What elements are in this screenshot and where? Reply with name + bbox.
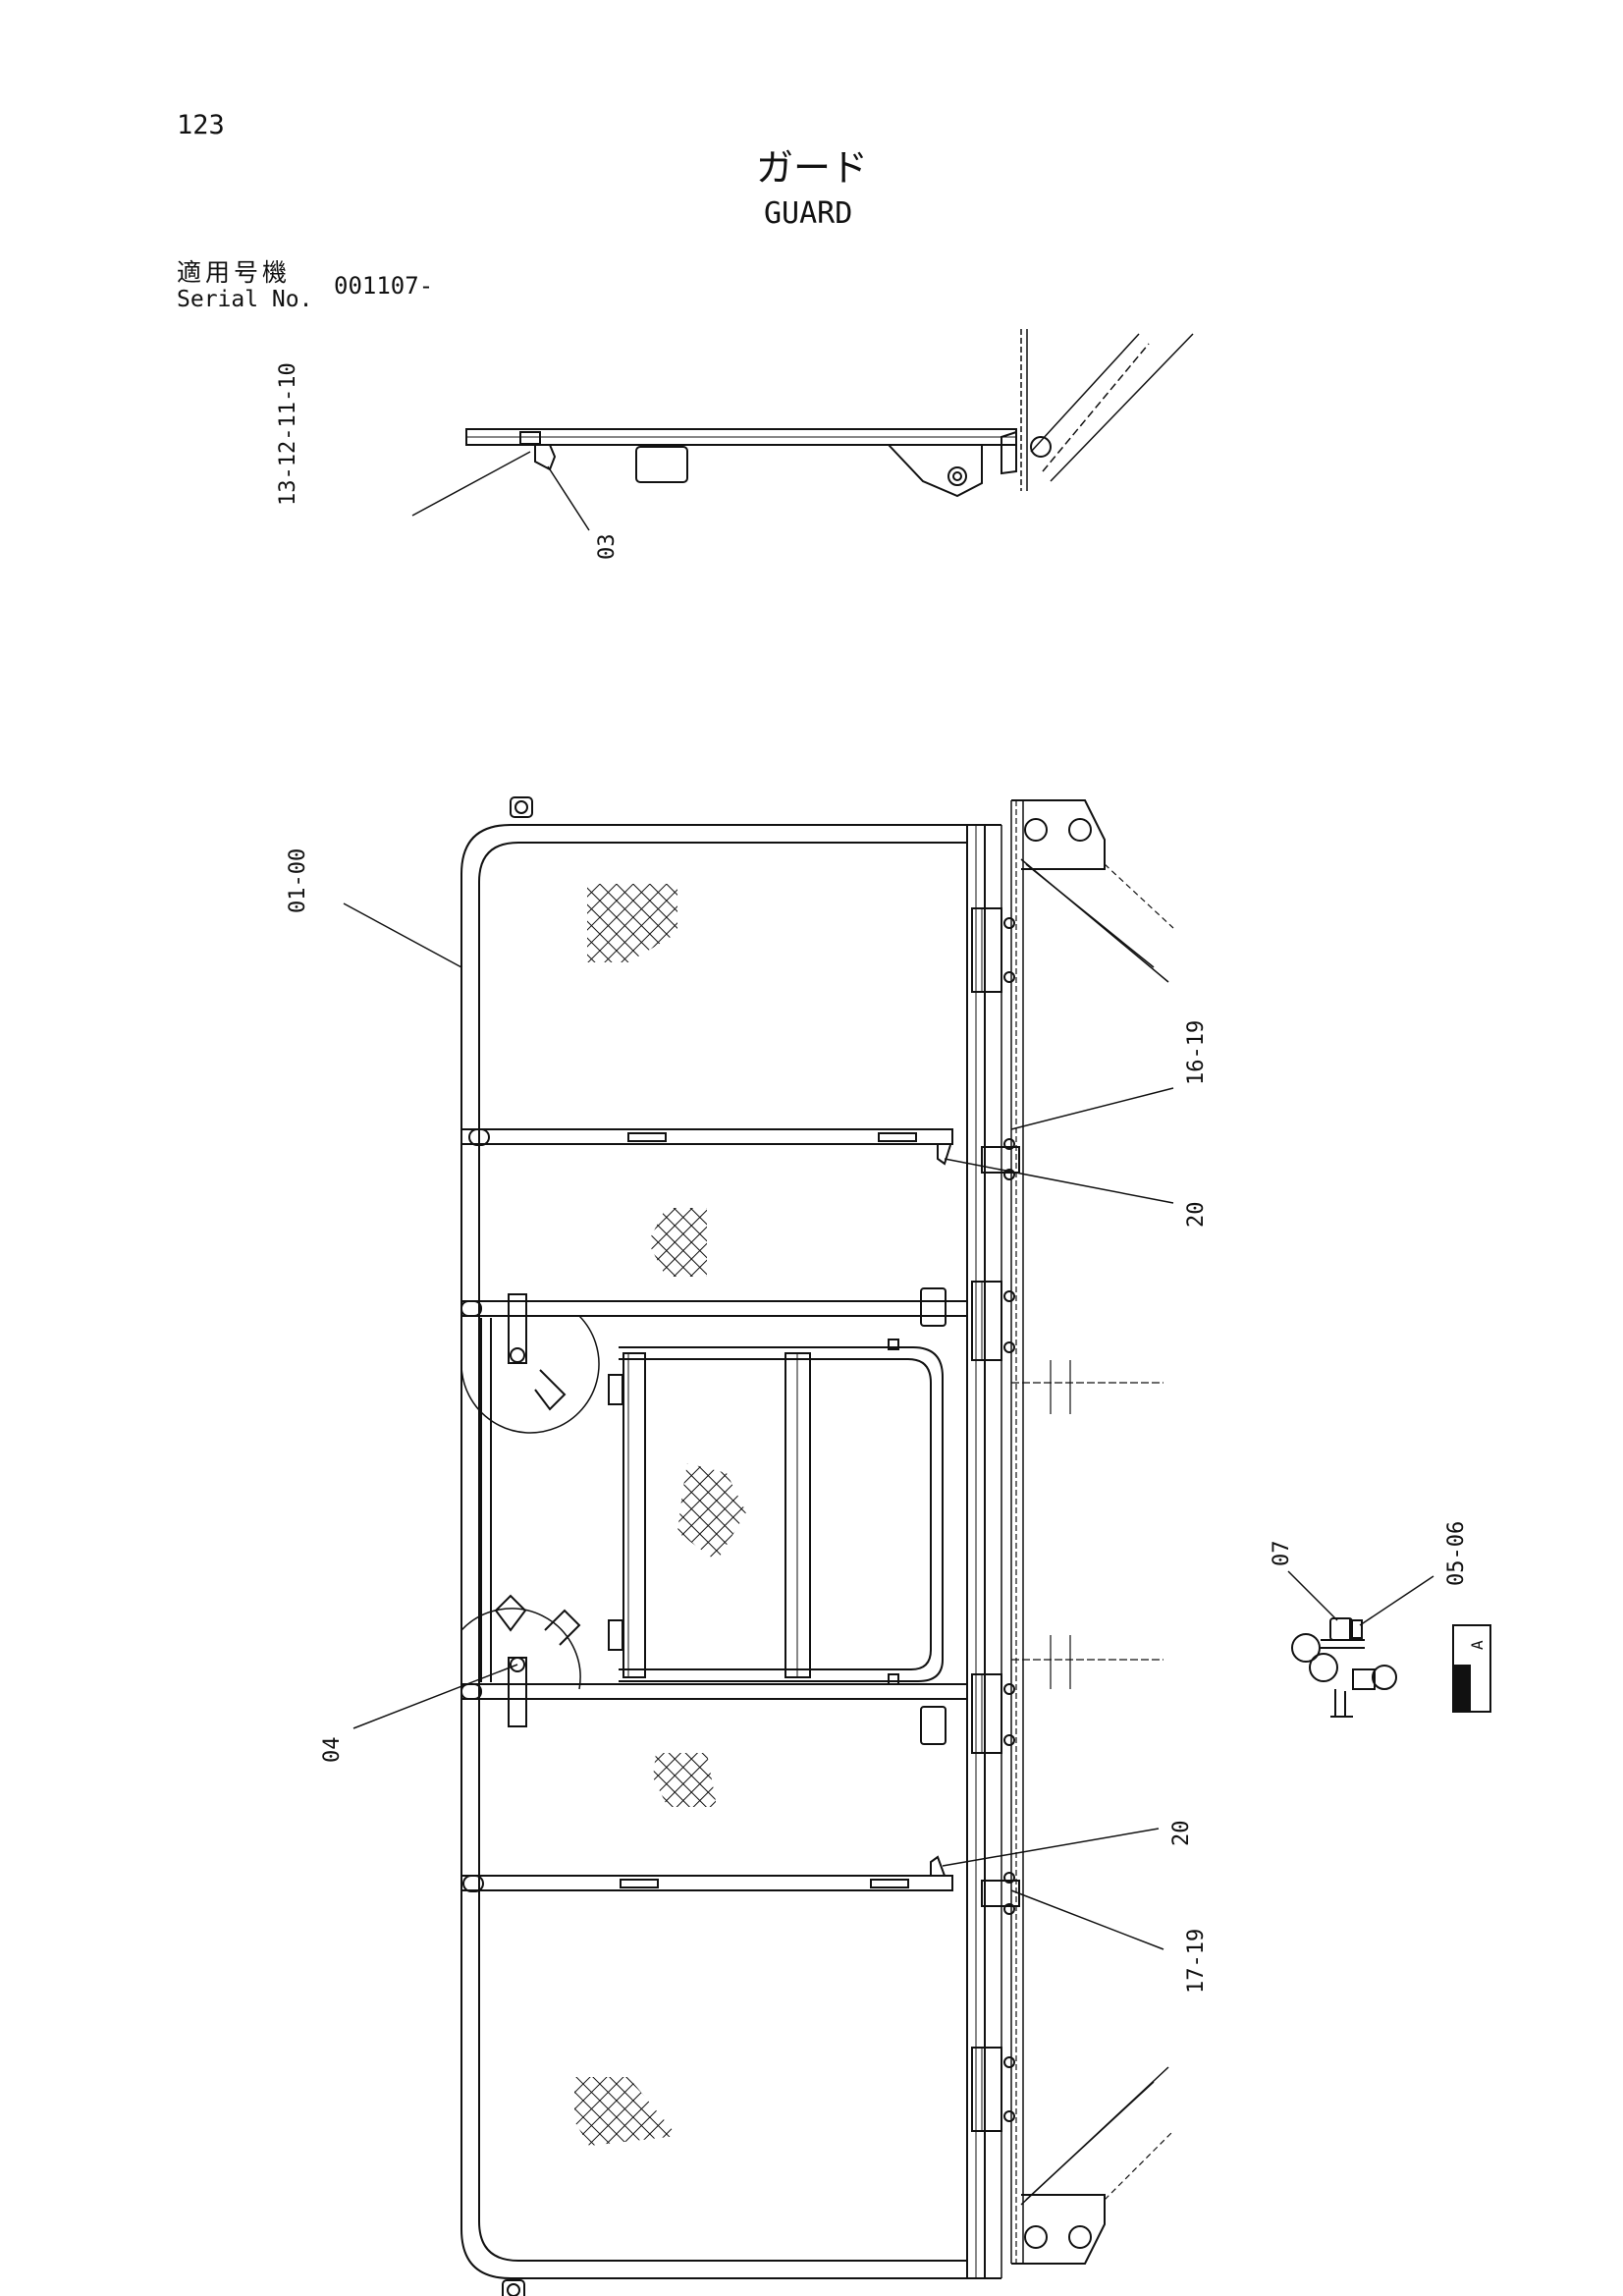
callout-bracket-bottom: 17-19 (1184, 1929, 1209, 1994)
section-a-detail (1291, 1617, 1397, 1718)
serial-number-value: 001107- (334, 272, 434, 300)
leader-line (343, 902, 462, 968)
leader-line (944, 1158, 1174, 1204)
title-japanese: ガード (756, 146, 869, 190)
callout-latch: 04 (320, 1737, 345, 1764)
leader-line (1287, 1570, 1338, 1621)
frame-structure (1010, 799, 1174, 2265)
callout-guard: 01-00 (286, 848, 310, 913)
top-view (465, 329, 1194, 498)
guard-assembly (460, 796, 1020, 2296)
section-mark-box: A (1452, 1624, 1491, 1713)
leader-line (547, 465, 590, 531)
leader-line (1010, 1087, 1174, 1130)
section-mark-letter: A (1468, 1640, 1487, 1650)
callout-bracket-top: 16-19 (1184, 1020, 1209, 1085)
leader-line (1359, 1575, 1434, 1626)
callout-top-view-a: 13-12-11-10 (276, 362, 300, 506)
callout-detail-b: 05-06 (1444, 1521, 1469, 1586)
callout-pin-top: 20 (1184, 1202, 1209, 1229)
callout-top-view-b: 03 (595, 534, 620, 561)
leader-line (411, 451, 531, 517)
leader-line (942, 1828, 1160, 1867)
callout-pin-bottom: 20 (1169, 1821, 1194, 1847)
leader-line (352, 1664, 518, 1729)
page-number: 123 (177, 110, 225, 140)
serial-label-english: Serial No. (177, 287, 313, 312)
leader-line (1010, 1889, 1164, 1950)
title-english: GUARD (764, 196, 853, 231)
callout-detail-a: 07 (1270, 1541, 1294, 1567)
serial-label-japanese: 適用号機 (177, 258, 292, 287)
